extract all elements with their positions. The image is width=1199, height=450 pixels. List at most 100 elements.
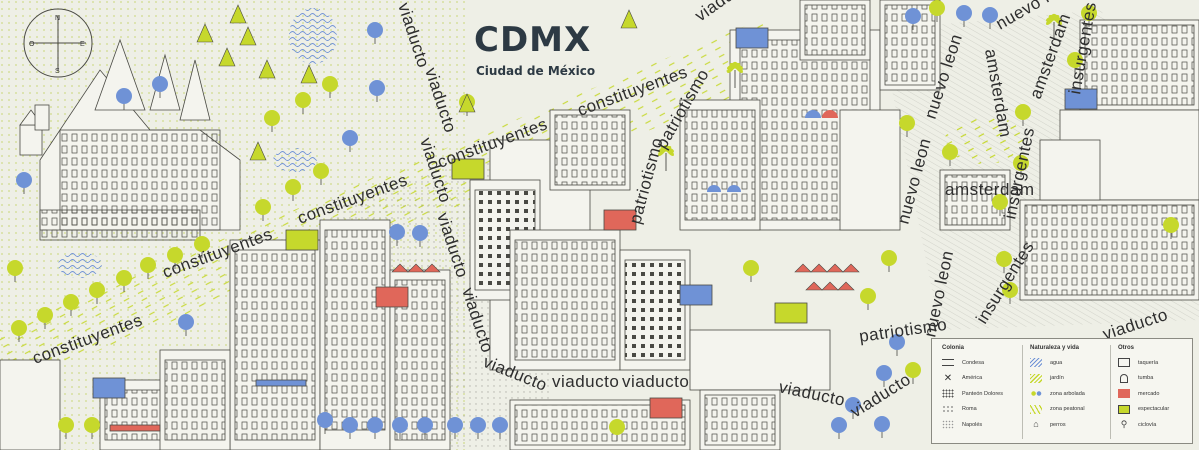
tree	[58, 417, 74, 439]
pine-tree	[458, 93, 476, 113]
tree	[889, 334, 905, 356]
tree	[845, 397, 861, 419]
compass-n: N	[55, 15, 60, 22]
building-block-west	[0, 219, 451, 450]
legend-item: Condesa	[942, 355, 1020, 371]
tree	[313, 163, 329, 185]
tree	[295, 92, 311, 114]
legend: Colonia Condesa ✕ América Panteón Dolores…	[931, 338, 1193, 444]
water-icon	[1030, 358, 1042, 368]
pine-tree	[300, 64, 318, 84]
legend-item: ⚲ ciclovía	[1118, 417, 1190, 433]
market-stalls	[391, 263, 860, 291]
legend-item: tumba	[1118, 371, 1190, 387]
tree	[942, 144, 958, 166]
legend-label: jardín	[1050, 375, 1064, 382]
compass-s: S	[55, 68, 60, 75]
legend-item: jardín	[1030, 371, 1110, 387]
taco-stand-icon	[1118, 358, 1130, 368]
tree	[1081, 5, 1097, 27]
legend-item: taquería	[1118, 355, 1190, 371]
tree	[255, 199, 271, 221]
tree	[342, 417, 358, 439]
compass-rose: N E S O	[23, 8, 93, 78]
legend-label: mercado	[1138, 390, 1160, 397]
bicycle-icon: ⚲	[1120, 419, 1128, 430]
tree	[1067, 52, 1083, 74]
tree	[956, 5, 972, 27]
tree	[881, 250, 897, 272]
legend-item: espectacular	[1118, 402, 1190, 418]
legend-label: Napolés	[962, 421, 983, 428]
legend-item: zona arbolada	[1030, 386, 1110, 402]
legend-item: Roma	[942, 402, 1020, 418]
legend-label: zona peatonal	[1050, 406, 1085, 413]
legend-label: Panteón Dolores	[962, 390, 1003, 397]
billboards	[92, 27, 1098, 432]
tree	[84, 417, 100, 439]
america-swatch: ✕	[943, 372, 953, 384]
compass-o: O	[29, 41, 35, 48]
tree	[285, 179, 301, 201]
tree	[7, 260, 23, 282]
legend-label: taquería	[1138, 359, 1159, 366]
legend-label: espectacular	[1138, 406, 1170, 413]
palm-tree	[1045, 13, 1063, 40]
dog-icon: ⌂	[1033, 419, 1039, 430]
tree	[905, 362, 921, 384]
umbrellas	[707, 110, 838, 192]
tree	[392, 417, 408, 439]
legend-label: Condesa	[962, 359, 985, 366]
building-block-northeast	[679, 0, 1011, 231]
tree	[152, 76, 168, 98]
pond-park	[945, 116, 1025, 164]
tree	[116, 270, 132, 292]
tree	[367, 22, 383, 44]
panteon-swatch	[942, 389, 954, 399]
pond-west	[58, 252, 102, 278]
tree	[317, 412, 333, 434]
tree	[140, 257, 156, 279]
tree	[1013, 155, 1029, 177]
tree	[1163, 217, 1179, 239]
tree	[342, 130, 358, 152]
pine-tree	[620, 9, 638, 29]
tree	[831, 417, 847, 439]
pine-tree	[218, 47, 236, 67]
map-subtitle: Ciudad de México	[476, 64, 596, 78]
tree	[743, 260, 759, 282]
legend-item: zona peatonal	[1030, 402, 1110, 418]
tomb-icon	[1120, 373, 1128, 383]
tree	[876, 365, 892, 387]
legend-label: Roma	[962, 406, 977, 413]
condesa-swatch	[942, 359, 954, 367]
garden-icon	[1030, 373, 1042, 383]
legend-label: agua	[1050, 359, 1063, 366]
pine-tree	[196, 23, 214, 43]
legend-item: Panteón Dolores	[942, 386, 1020, 402]
legend-item: agua	[1030, 355, 1110, 371]
road-label-viaducto-7: viaducto	[552, 372, 619, 391]
tree	[417, 417, 433, 439]
pine-tree	[239, 26, 257, 46]
legend-label: América	[962, 375, 983, 382]
legend-label: tumba	[1138, 375, 1154, 382]
tree	[1002, 282, 1018, 304]
tree	[322, 76, 338, 98]
tree	[609, 419, 625, 441]
tree	[16, 172, 32, 194]
tree	[492, 417, 508, 439]
tree	[860, 288, 876, 310]
pine-tree	[229, 4, 247, 24]
legend-otros-title: Otros	[1118, 345, 1135, 351]
pond-center	[273, 148, 317, 172]
tree	[874, 416, 890, 438]
legend-colonia-column: Colonia Condesa ✕ América Panteón Dolores…	[942, 345, 1020, 433]
pine-tree	[258, 59, 276, 79]
legend-item: Napolés	[942, 417, 1020, 433]
legend-item: mercado	[1118, 386, 1190, 402]
legend-label: ciclovía	[1138, 421, 1157, 428]
legend-colonia-title: Colonia	[942, 345, 964, 351]
tree	[929, 0, 945, 22]
